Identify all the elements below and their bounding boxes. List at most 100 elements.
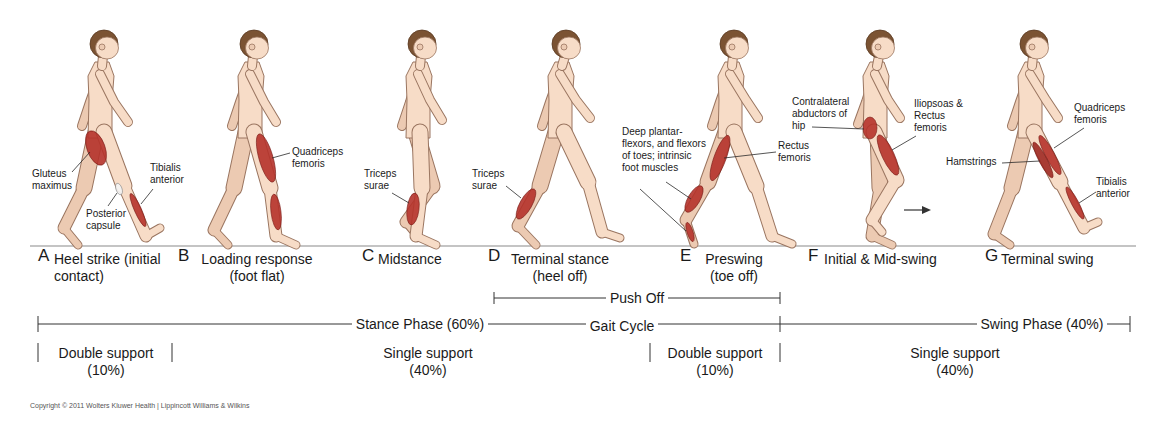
muscle-label: Rectus femoris xyxy=(778,140,820,164)
foot-outline xyxy=(994,234,1010,245)
leader-lines xyxy=(72,127,1096,231)
bracket-tick xyxy=(780,316,781,332)
muscle-label: Deep plantar-flexors, and flexors of toe… xyxy=(622,126,706,174)
walking-boy xyxy=(681,30,792,244)
foot xyxy=(772,236,792,244)
support-label: Double support (10%) xyxy=(46,345,166,379)
muscle-label: Triceps surae xyxy=(472,168,512,192)
arm xyxy=(250,74,276,122)
arm-outline xyxy=(560,74,590,118)
bracket-label: Swing Phase (40%) xyxy=(977,316,1108,333)
thigh xyxy=(734,132,756,186)
phase-letter: G xyxy=(985,246,998,266)
face xyxy=(246,37,269,59)
foot-outline xyxy=(214,230,228,245)
support-label: Single support (40%) xyxy=(368,345,488,379)
thigh-outline xyxy=(420,132,422,188)
muscle-label: Quadriceps femoris xyxy=(1074,102,1130,126)
muscle xyxy=(681,183,706,215)
bracket-tick xyxy=(1130,316,1131,332)
shin xyxy=(588,182,602,232)
leader-line xyxy=(392,193,409,203)
arm xyxy=(100,74,128,122)
foot-outline xyxy=(64,228,78,245)
arm xyxy=(560,74,590,118)
shin-outline xyxy=(872,180,896,220)
muscle-label: Iliopsoas & Rectus femoris xyxy=(914,98,964,134)
gait-cycle-bracket xyxy=(38,324,1130,325)
support-label: Double support (10%) xyxy=(655,345,775,379)
muscle-label: Gluteus maximus xyxy=(32,168,77,192)
shin xyxy=(64,188,84,228)
leader-line xyxy=(892,136,916,150)
arm xyxy=(418,74,442,120)
hair xyxy=(720,30,748,58)
phase-letter: D xyxy=(488,246,500,266)
walking-boy xyxy=(994,30,1098,245)
leader-line xyxy=(272,153,290,158)
ear xyxy=(561,44,567,50)
copyright-note: Copyright © 2011 Wolters Kluwer Health |… xyxy=(30,402,250,410)
foot-outline xyxy=(416,236,436,245)
ear xyxy=(729,44,735,50)
thigh xyxy=(234,132,246,188)
foot-outline xyxy=(772,236,792,244)
phase-letter: B xyxy=(178,246,189,266)
muscle xyxy=(684,222,696,243)
hair xyxy=(1020,30,1048,58)
shin-outline xyxy=(588,182,602,232)
thigh-outline xyxy=(1012,132,1026,188)
leader-line xyxy=(141,189,153,204)
leader-line xyxy=(1002,161,1040,163)
phase-name: Initial & Mid-swing xyxy=(824,251,974,268)
face xyxy=(96,37,119,59)
walking-boy xyxy=(858,30,903,245)
arm xyxy=(730,74,758,118)
leader-line xyxy=(506,186,521,198)
arm-outline xyxy=(418,74,442,120)
phase-name: Heel strike (initial contact) xyxy=(54,251,166,285)
phase-letter: C xyxy=(362,246,374,266)
muscle xyxy=(873,133,902,178)
phase-name: Midstance xyxy=(378,251,468,268)
ear xyxy=(1029,44,1035,50)
foot xyxy=(416,236,436,245)
support-tick xyxy=(38,343,39,362)
face xyxy=(726,37,749,59)
face xyxy=(414,37,437,59)
phase-letter: E xyxy=(680,246,691,266)
bracket-label: Gait Cycle xyxy=(586,318,659,335)
arm xyxy=(875,74,900,118)
foot xyxy=(214,230,228,245)
foot xyxy=(1084,222,1098,228)
muscle xyxy=(405,192,421,225)
muscle-label: Triceps surae xyxy=(364,168,404,192)
leader-line xyxy=(666,182,691,199)
arrow-shaft xyxy=(904,209,924,210)
face xyxy=(558,37,581,59)
walking-boy xyxy=(513,30,620,245)
ear xyxy=(417,44,423,50)
support-tick xyxy=(650,343,651,362)
thigh-outline xyxy=(540,132,556,186)
foot-outline xyxy=(602,232,620,238)
foot xyxy=(146,228,160,236)
walking-boy xyxy=(214,30,296,245)
support-label: Single support (40%) xyxy=(895,345,1015,379)
thigh xyxy=(540,132,556,186)
shin-outline xyxy=(64,188,84,228)
arrow-head xyxy=(922,206,931,214)
walking-boy xyxy=(402,30,442,245)
hair xyxy=(552,30,580,58)
foot xyxy=(872,236,892,245)
face xyxy=(872,37,895,59)
phase-name: Terminal swing xyxy=(1001,251,1131,268)
shin-outline xyxy=(994,188,1012,234)
shin-outline xyxy=(214,188,234,230)
thigh-outline xyxy=(104,132,124,186)
ground-line xyxy=(30,245,1136,246)
foot xyxy=(64,228,78,245)
